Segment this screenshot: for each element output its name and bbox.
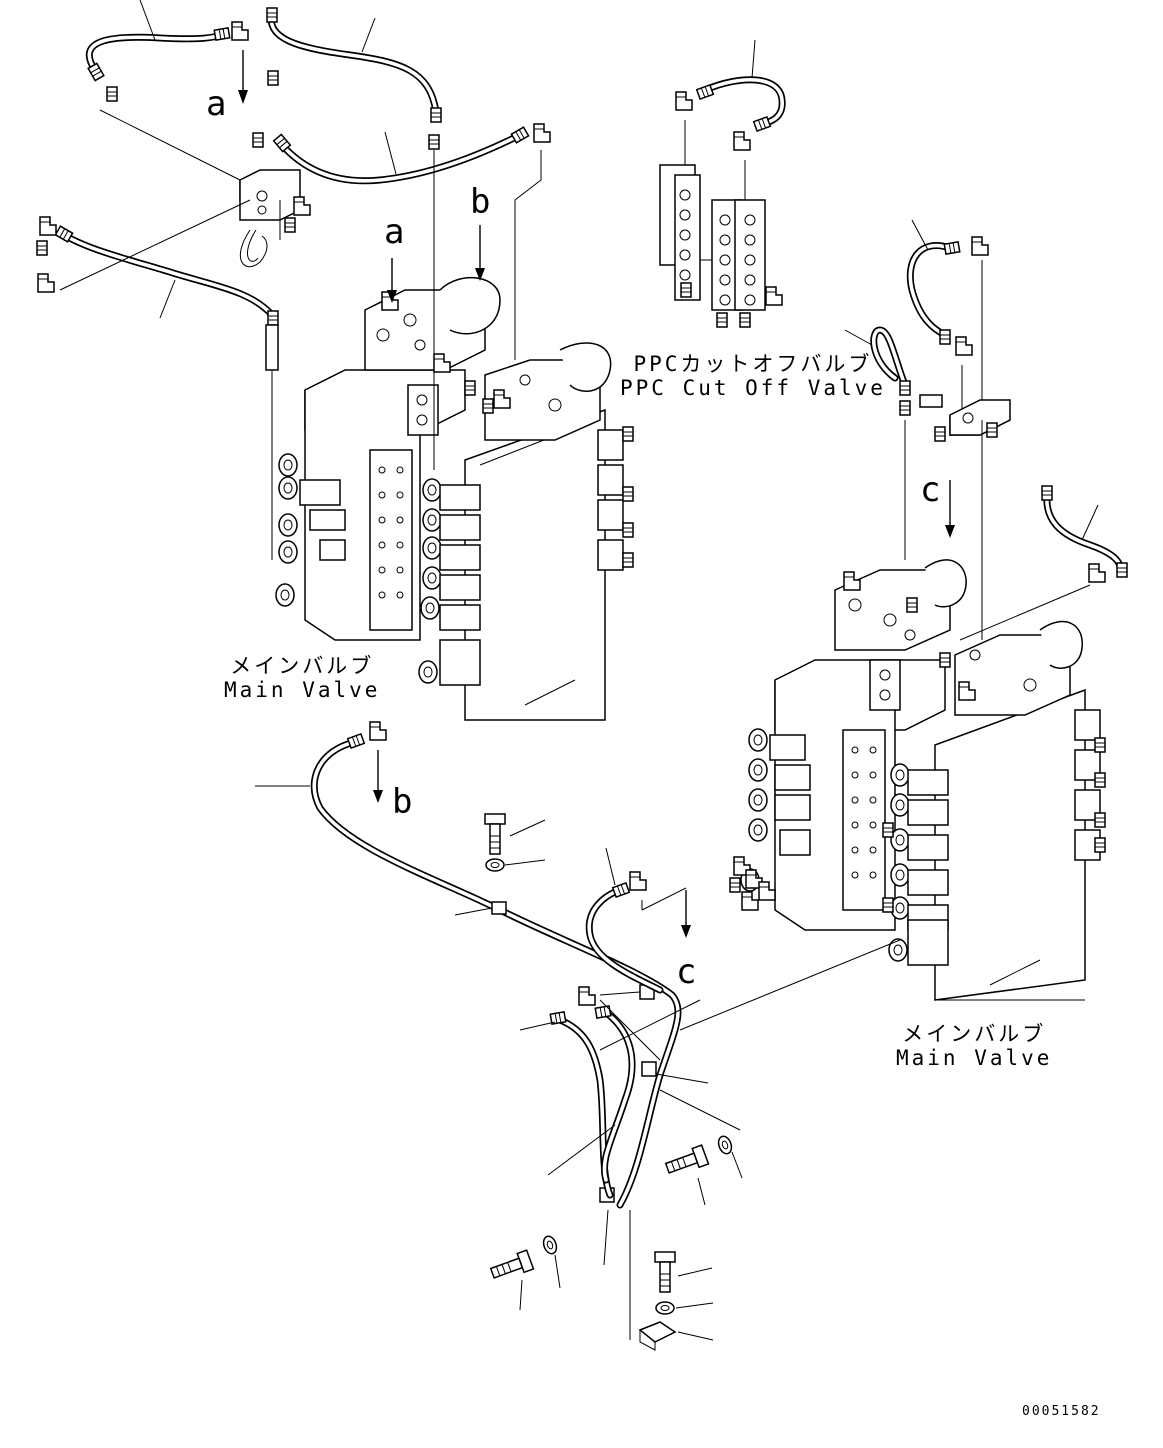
reference-c-hose: c	[676, 952, 697, 992]
drawing-code: 00051582	[1022, 1404, 1101, 1419]
right-main-valve	[679, 559, 1106, 1031]
right-top-hose-group	[844, 219, 1128, 641]
ppc-valve-label-en: PPC Cut Off Valve	[620, 376, 886, 400]
main-valve-right-label-jp: メインバルブ	[902, 1022, 1047, 1046]
top-left-hose-group	[36, 0, 551, 560]
reference-b-valve: b	[470, 182, 491, 222]
main-valve-left-label-jp: メインバルブ	[230, 654, 375, 678]
left-main-valve	[275, 150, 634, 721]
ppc-valve-label: PPCカットオフバルブ PPC Cut Off Valve	[620, 352, 886, 400]
reference-c-valve: c	[920, 470, 941, 510]
reference-a-top-left: a	[206, 84, 227, 124]
main-valve-right-label-en: Main Valve	[896, 1046, 1053, 1070]
reference-a-valve: a	[384, 212, 405, 252]
ppc-cut-off-valve	[659, 39, 786, 328]
main-valve-left-label: メインバルブ Main Valve	[224, 654, 380, 702]
ppc-valve-label-jp: PPCカットオフバルブ	[633, 352, 873, 376]
lower-hose-group	[255, 721, 743, 1351]
main-valve-left-label-en: Main Valve	[224, 678, 381, 702]
main-valve-right-label: メインバルブ Main Valve	[896, 1022, 1052, 1070]
reference-b-hose: b	[392, 782, 413, 822]
